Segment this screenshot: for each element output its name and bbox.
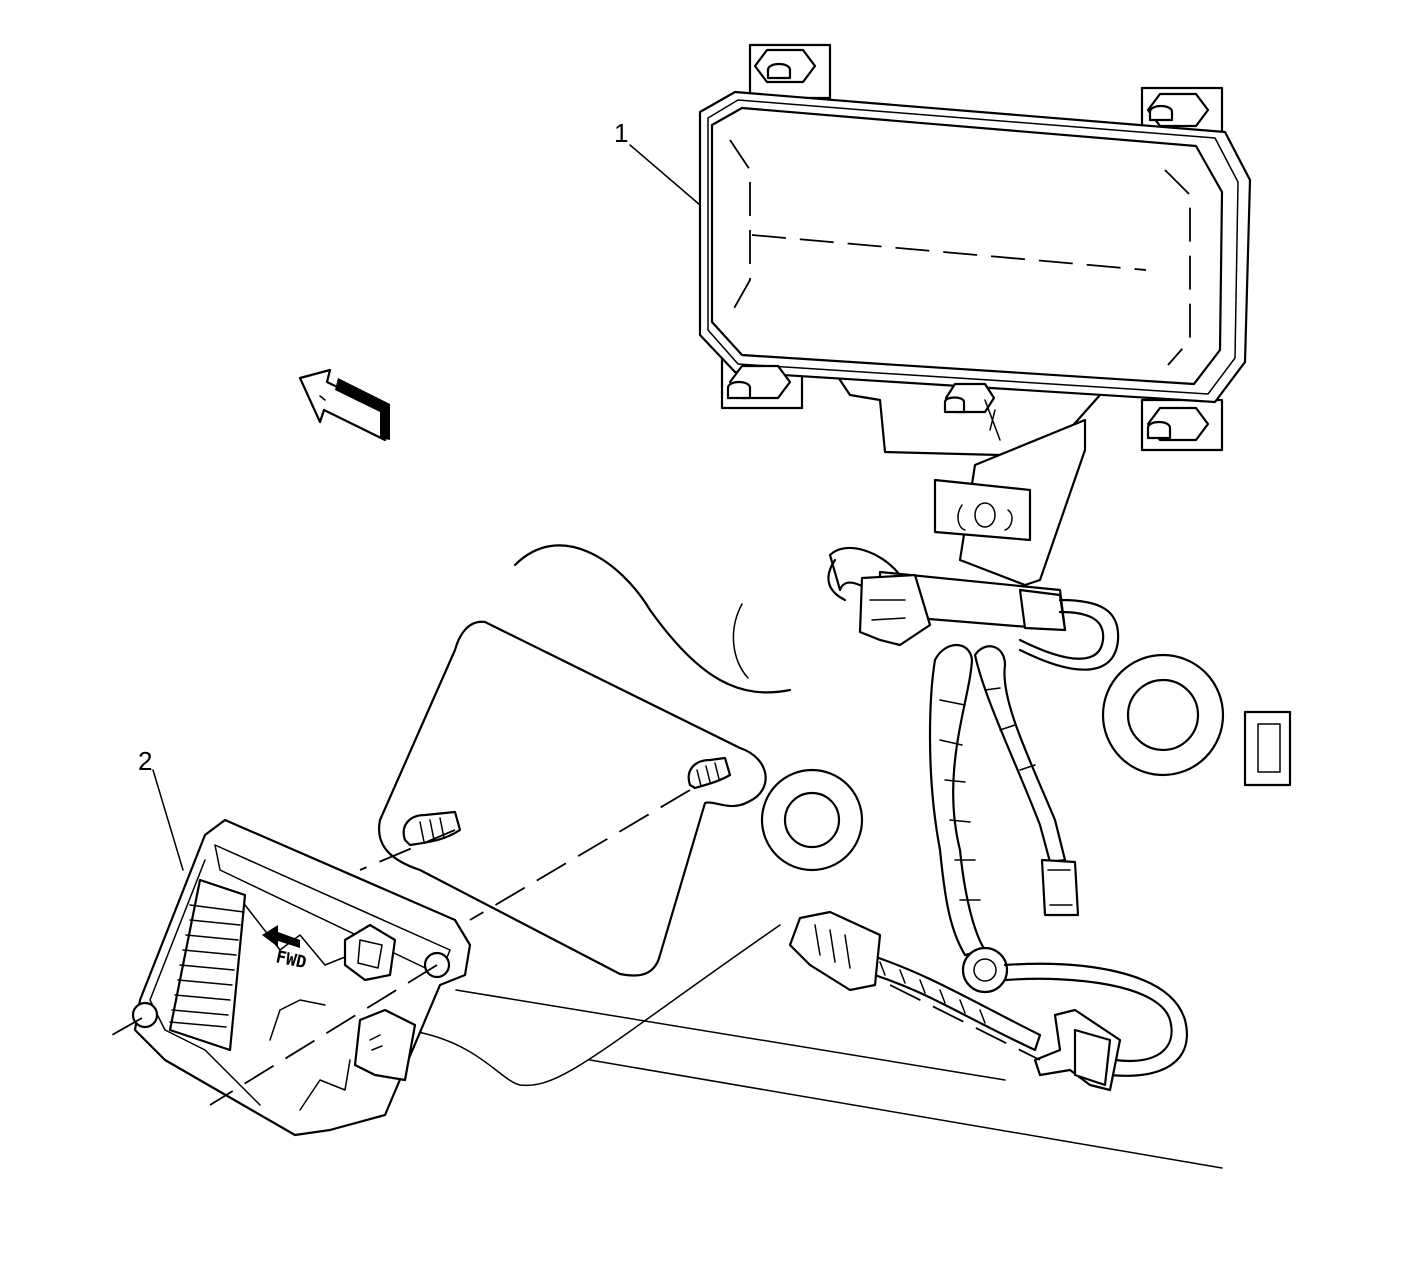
mounting-nut <box>943 382 996 414</box>
mounting-nut <box>726 364 792 400</box>
fwd-arrow-icon <box>262 925 300 948</box>
mounting-nut <box>1146 92 1210 128</box>
callout-2: 2 <box>138 746 184 871</box>
inflator-module <box>698 43 1252 457</box>
mounting-nut <box>1146 406 1210 442</box>
callout-1: 1 <box>614 118 701 206</box>
forward-direction-arrow-icon <box>298 368 390 442</box>
wiring-harness <box>788 418 1188 1092</box>
mounting-nut <box>753 48 817 84</box>
alignment-lines <box>111 789 1041 1106</box>
sensing-diagnostic-module: FWD <box>131 756 732 1137</box>
callout-2-label: 2 <box>138 746 152 776</box>
callout-1-label: 1 <box>614 118 628 148</box>
mounting-panel-outline <box>377 544 1292 1169</box>
